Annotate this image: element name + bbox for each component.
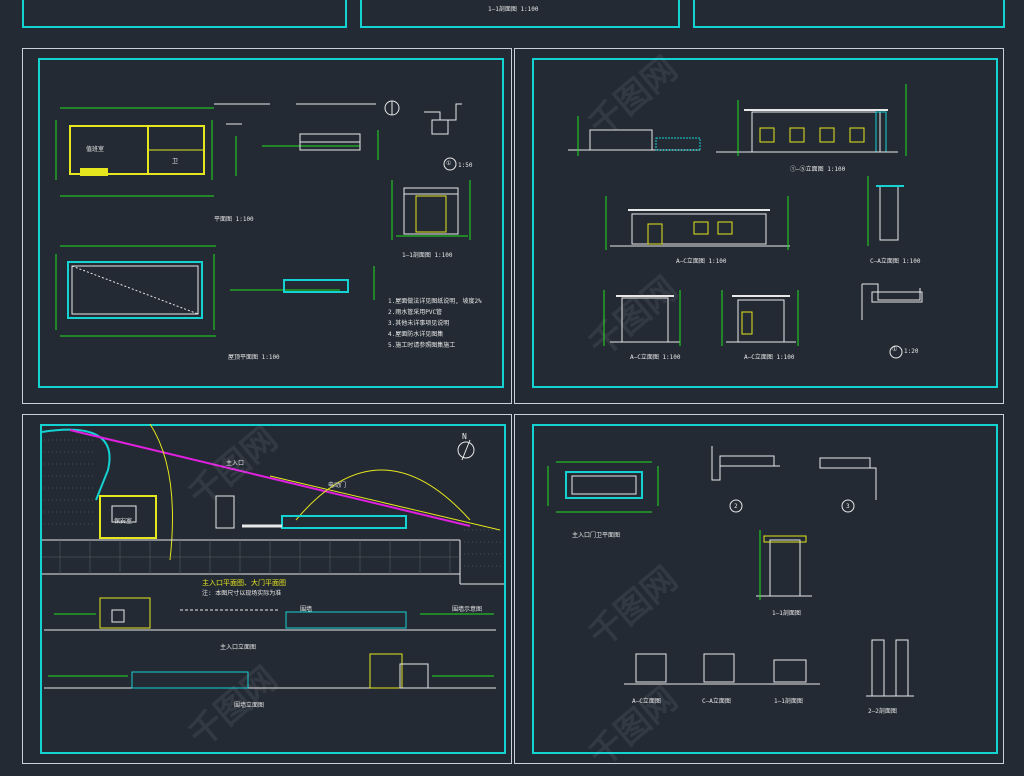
notes-list: 1.屋面做法详见图纸说明, 坡度2% 2.雨水管采用PVC管 3.其他未详事项见… — [388, 296, 482, 349]
gate-elevation-title: 主入口立面图 — [220, 644, 257, 651]
elevation-5-title: C—A立面图 1:100 — [870, 258, 921, 265]
panel-details — [532, 424, 998, 754]
small-elevations — [624, 653, 820, 685]
elevation-3 — [603, 290, 681, 346]
site-plan-title: 主入口平面图、大门平面图 — [202, 579, 286, 587]
panel-guardhouse-plan — [38, 58, 504, 388]
sheet-frame-2 — [514, 48, 1004, 404]
column-detail-title: 1—1剖面图 — [772, 610, 801, 617]
fence-elevation-title: 围墙立面图 — [234, 702, 265, 709]
detail-mark-2: ① — [892, 346, 898, 353]
plan-title: 平面图 1:100 — [214, 216, 254, 223]
note-5: 5.施工时请参照图集施工 — [388, 342, 456, 349]
sheet-frame-4 — [514, 414, 1004, 764]
hatched-area — [44, 439, 502, 567]
elevation-4-title: A—C立面图 1:100 — [744, 354, 795, 361]
elevation-side — [867, 176, 904, 246]
room-label-toilet: 卫 — [172, 158, 179, 165]
elevation-main — [716, 84, 907, 156]
gate-elevation — [44, 597, 496, 631]
section-mark-2: 2 — [734, 503, 738, 510]
roof-plan — [55, 245, 375, 337]
site-grid — [42, 540, 460, 574]
north-arrow-label: N — [462, 432, 467, 441]
detail-b — [819, 457, 877, 513]
small-elev-3-title: 1—1剖面图 — [774, 698, 803, 705]
top-panel-left — [22, 0, 347, 28]
roof-detail — [424, 103, 462, 171]
sheet-frame-1 — [22, 48, 512, 404]
site-tag-guard: 保安室 — [114, 518, 133, 525]
note-2: 2.雨水管采用PVC管 — [388, 309, 443, 316]
top-panel-right — [693, 0, 1005, 28]
gatehouse-plan — [547, 461, 659, 513]
roof-detail-2 — [861, 283, 923, 359]
elevation-1 — [568, 116, 701, 156]
gatehouse-plan-title: 主入口门卫平面图 — [572, 532, 621, 539]
elevation-1-title: ①—⑤立面图 1:100 — [790, 166, 846, 173]
small-elev-2-title: C—A立面图 — [702, 698, 731, 705]
detail-column — [756, 530, 812, 600]
panel-elevations — [532, 58, 998, 388]
detail-a — [711, 446, 780, 513]
small-elev-1-title: A—C立面图 — [632, 698, 661, 705]
elevation-2-title: A—C立面图 1:100 — [676, 258, 727, 265]
elevation-4 — [721, 290, 799, 346]
top-panel-middle — [360, 0, 680, 28]
fence-elevation — [44, 653, 496, 689]
panel-site-plan — [40, 424, 506, 754]
section-1-1 — [391, 180, 471, 240]
site-plan — [41, 423, 504, 585]
detail-scale-1: 1:50 — [458, 162, 473, 169]
note-1: 1.屋面做法详见图纸说明, 坡度2% — [388, 298, 482, 305]
elevation-3-title: A—C立面图 1:100 — [630, 354, 681, 361]
fence-tag-1: 围墙 — [300, 606, 313, 613]
site-plan-note: 注: 本图尺寸以现场实际为准 — [202, 590, 282, 597]
room-label-duty: 值班室 — [86, 146, 105, 153]
pillar-detail — [866, 639, 914, 697]
fence-tag-2: 围墙示意图 — [452, 606, 483, 613]
roof-plan-title: 屋顶平面图 1:100 — [228, 354, 280, 361]
site-tag-gate: 电动门 — [328, 482, 347, 489]
section-title: 1—1剖面图 1:100 — [402, 252, 453, 259]
elevation-2 — [605, 196, 790, 250]
detail-scale-2: 1:20 — [904, 348, 919, 355]
note-3: 3.其他未详事项见说明 — [388, 320, 450, 327]
top-strip-caption: 1—1剖面图 1:100 — [488, 6, 539, 13]
pillar-detail-title: 2—2剖面图 — [868, 708, 897, 715]
note-4: 4.屋面防水详见图集 — [388, 331, 444, 338]
floor-plan — [55, 100, 400, 197]
section-mark-3: 3 — [846, 503, 850, 510]
sheet-frame-3 — [22, 414, 512, 764]
entrance-label: 主入口 — [226, 460, 245, 467]
detail-mark-1: ① — [446, 160, 452, 167]
